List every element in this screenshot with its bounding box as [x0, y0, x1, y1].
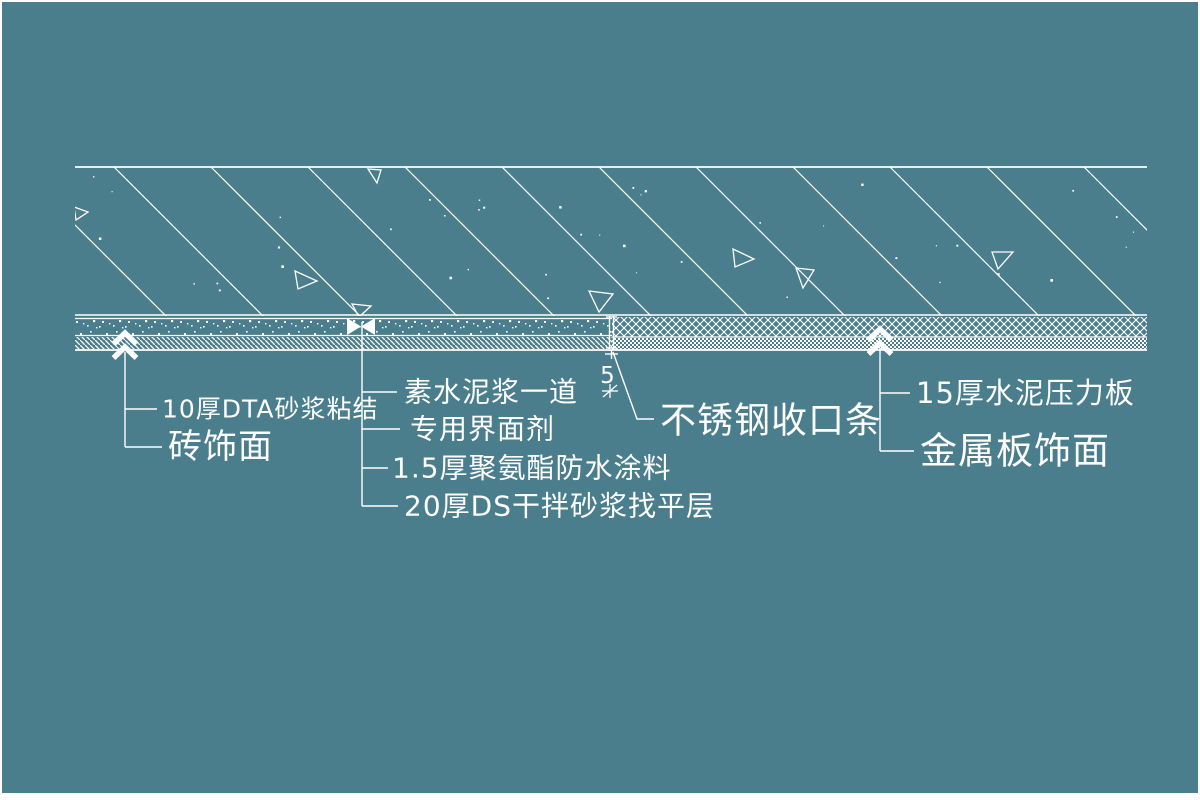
- aggregate-dot: [956, 244, 959, 247]
- aggregate-triangle: [75, 206, 90, 222]
- aggregate-dot: [111, 191, 113, 193]
- dimension-tick-mark: [602, 384, 618, 398]
- middle-layer-label: 素水泥浆一道: [404, 376, 578, 409]
- aggregate-dot: [580, 233, 583, 236]
- aggregate-dot: [281, 265, 284, 268]
- hatch-line: [210, 167, 361, 316]
- aggregate-dot: [640, 194, 642, 196]
- aggregate-dot: [449, 276, 453, 280]
- aggregate-dot: [644, 190, 647, 193]
- hatch-line: [986, 167, 1137, 316]
- aggregate-dot: [547, 297, 550, 300]
- aggregate-dot: [277, 246, 281, 249]
- trim-width-dimension: 5: [600, 363, 616, 389]
- up-arrow: [866, 325, 894, 356]
- aggregate-dot: [279, 216, 281, 219]
- aggregate-dot: [444, 215, 446, 217]
- stainless-trim-joint: 5 不锈钢收口条: [600, 316, 882, 442]
- left-finish-label: 砖饰面: [168, 427, 273, 467]
- aggregate-dot: [759, 222, 761, 224]
- aggregate-dot: [478, 199, 481, 201]
- aggregate-triangle: [366, 168, 382, 185]
- hatch-line: [1083, 167, 1147, 231]
- aggregate-triangle: [795, 267, 816, 290]
- trim-label: 不锈钢收口条: [660, 401, 882, 442]
- middle-annotation-group: 素水泥浆一道 专用界面剂 1.5厚聚氨酯防水涂料 20厚DS干拌砂浆找平层: [347, 318, 715, 523]
- hatch-lines: [75, 167, 1147, 316]
- aggregate-dot: [786, 296, 788, 298]
- aggregate-dot: [861, 183, 864, 186]
- aggregate-dot: [483, 206, 486, 209]
- aggregate-dot: [467, 268, 469, 271]
- hatch-line: [598, 167, 749, 316]
- left-assembly-layers: [75, 314, 1147, 351]
- aggregate-dot: [935, 245, 937, 247]
- aggregate-dot: [1072, 189, 1075, 192]
- hatch-line: [695, 167, 846, 316]
- aggregate-triangle: [294, 269, 319, 290]
- aggregate-dot: [478, 209, 480, 211]
- aggregate-dot: [636, 272, 638, 274]
- aggregate-triangle: [732, 247, 756, 268]
- aggregate-dot: [895, 257, 898, 260]
- right-finish-label: 金属板饰面: [920, 430, 1110, 473]
- aggregate-dot: [1125, 246, 1127, 248]
- aggregate-dot: [218, 289, 221, 292]
- aggregate-dot: [545, 273, 547, 276]
- aggregate-dot: [98, 237, 102, 241]
- bowtie-arrow-marker: [347, 318, 375, 335]
- hatch-line: [404, 167, 555, 316]
- aggregate-dot: [390, 228, 392, 231]
- aggregate-dot: [997, 273, 1000, 276]
- hatch-line: [113, 167, 264, 316]
- aggregate-triangle: [350, 303, 373, 316]
- concrete-slab-hatch: [75, 166, 1147, 316]
- hatch-line: [889, 167, 1040, 316]
- aggregate-dot: [823, 225, 825, 227]
- aggregate-dot: [429, 199, 431, 201]
- aggregate-dot: [680, 261, 683, 263]
- middle-layer-label: 1.5厚聚氨酯防水涂料: [392, 452, 672, 485]
- aggregate-triangle: [587, 290, 615, 314]
- aggregate-dot: [939, 281, 941, 284]
- right-annotation-group: 15厚水泥压力板 金属板饰面: [866, 325, 1135, 473]
- middle-layer-label: 20厚DS干拌砂浆找平层: [404, 490, 715, 523]
- up-arrow: [111, 329, 139, 360]
- left-annotation-group: 10厚DTA砂浆粘结 砖饰面: [111, 329, 379, 467]
- aggregate-dot: [1132, 231, 1135, 233]
- hatch-line: [75, 224, 167, 316]
- middle-layer-label: 专用界面剂: [410, 413, 555, 446]
- hatch-line: [501, 167, 652, 316]
- aggregate-triangle: [991, 251, 1015, 271]
- mortar-leveling-layer: [75, 320, 612, 335]
- aggregate-dots: [93, 176, 1135, 300]
- left-layer-label: 10厚DTA砂浆粘结: [162, 395, 379, 424]
- aggregate-dot: [1050, 279, 1053, 282]
- aggregate-dot: [1115, 216, 1118, 218]
- hatch-line: [792, 167, 943, 316]
- aggregate-dot: [599, 234, 601, 236]
- right-layer-label: 15厚水泥压力板: [916, 376, 1135, 410]
- aggregate-dot: [559, 206, 562, 209]
- aggregate-dot: [216, 282, 219, 285]
- aggregate-triangles: [75, 168, 1015, 316]
- aggregate-dot: [93, 176, 95, 178]
- aggregate-dot: [623, 244, 626, 248]
- aggregate-dot: [193, 283, 195, 285]
- tile-finish-layer: [75, 337, 612, 349]
- aggregate-dot: [632, 186, 635, 189]
- trim-leader-line: [612, 351, 654, 420]
- hatch-line: [307, 167, 458, 316]
